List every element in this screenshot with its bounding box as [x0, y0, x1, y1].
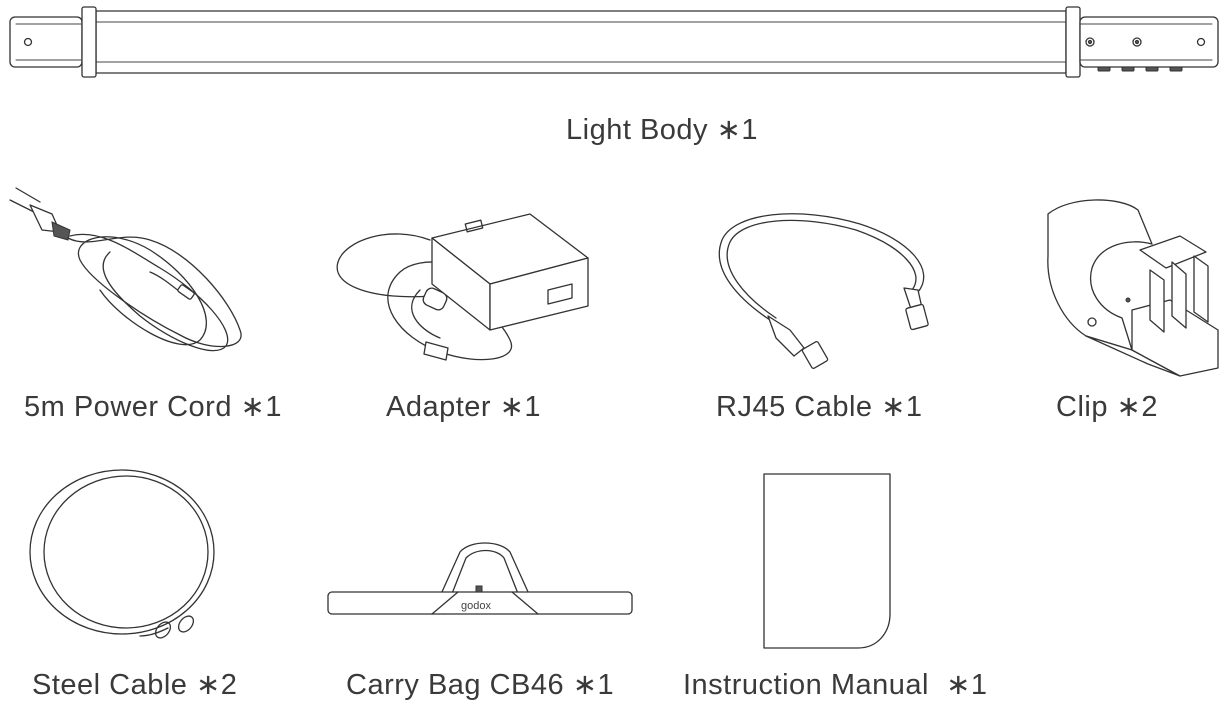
- label-clip: Clip ∗2: [1056, 391, 1158, 423]
- label-power-cord: 5m Power Cord ∗1: [24, 391, 282, 423]
- label-light-body: Light Body ∗1: [566, 114, 759, 146]
- carry-bag-drawing: [327, 542, 633, 615]
- label-adapter: Adapter ∗1: [386, 391, 542, 423]
- label-steel-cable: Steel Cable ∗2: [32, 669, 238, 701]
- steel-cable-drawing: [29, 469, 215, 639]
- label-carry-bag: Carry Bag CB46 ∗1: [346, 669, 615, 701]
- rj45-cable-drawing: [718, 213, 929, 369]
- label-instruction-manual: Instruction Manual ∗1: [683, 669, 988, 701]
- power-cord-drawing: [9, 187, 242, 352]
- label-rj45-cable: RJ45 Cable ∗1: [716, 391, 923, 423]
- adapter-drawing: [336, 213, 589, 361]
- bag-logo: godox: [461, 600, 491, 612]
- light-body-drawing: [9, 6, 1219, 78]
- instruction-manual-drawing: [763, 473, 891, 649]
- clip-drawing: [1047, 199, 1219, 377]
